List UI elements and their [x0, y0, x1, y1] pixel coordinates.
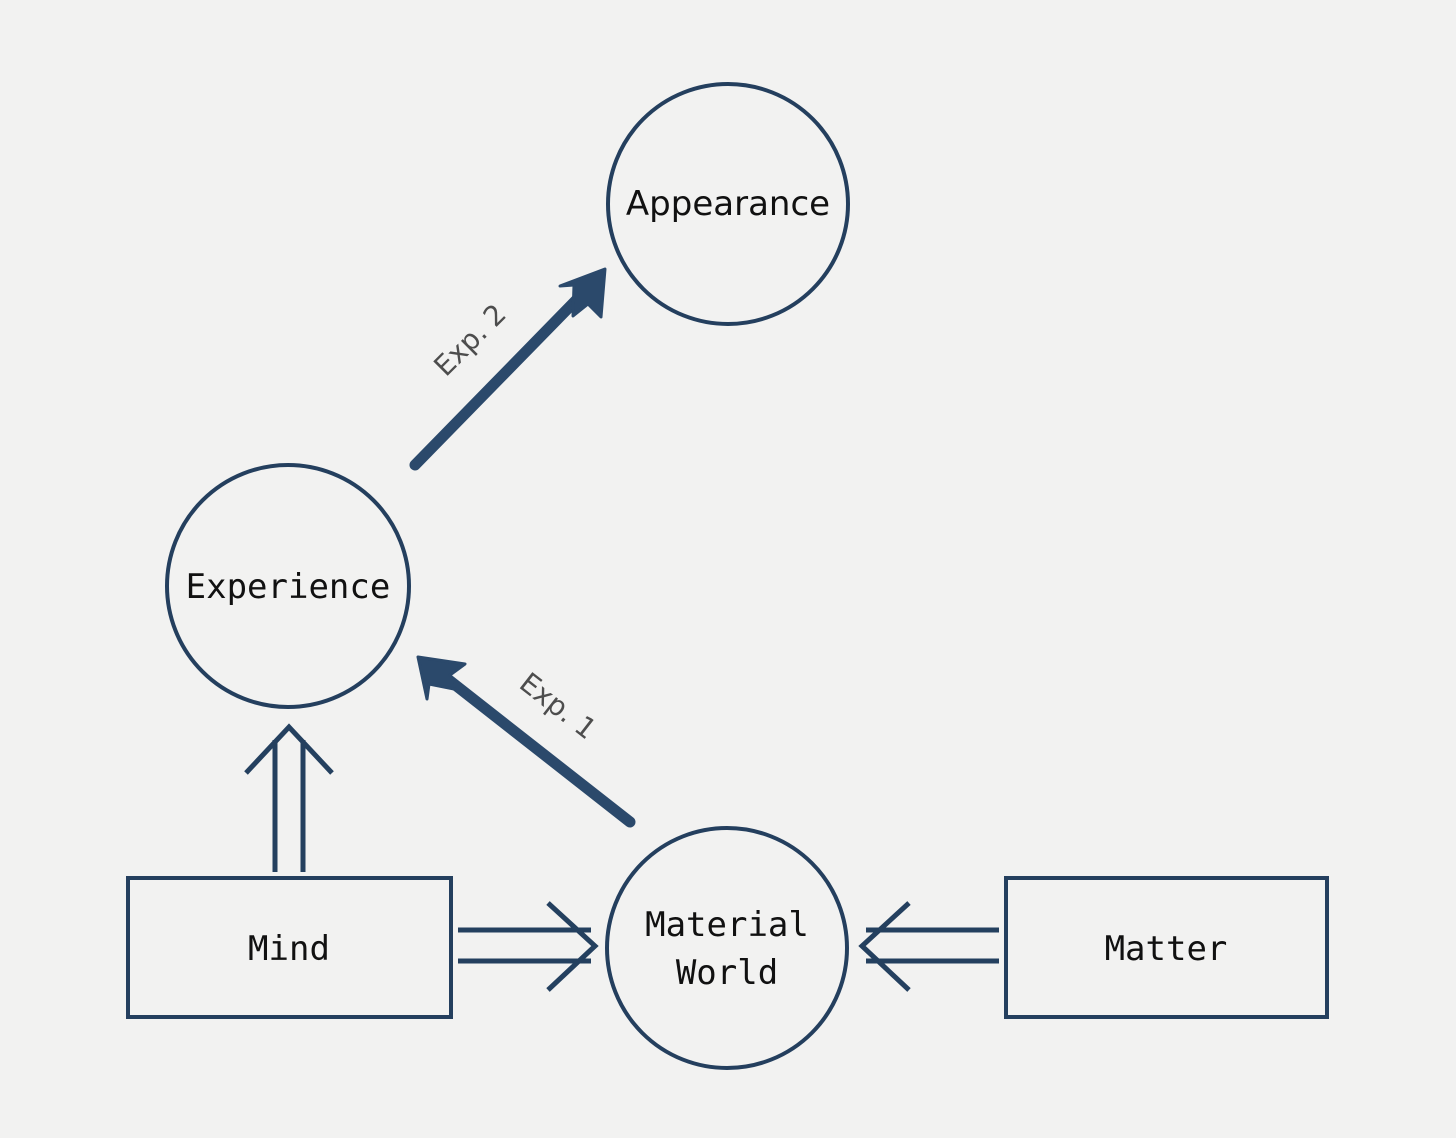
- edge-exp1[interactable]: Exp. 1: [416, 655, 636, 828]
- edge-matter-to-material-world[interactable]: [858, 901, 999, 992]
- experience-label: Experience: [186, 567, 391, 607]
- node-matter[interactable]: Matter: [1004, 876, 1329, 1019]
- node-experience[interactable]: Experience: [165, 463, 411, 709]
- node-material-world[interactable]: Material World: [605, 826, 849, 1070]
- mind-rect: [126, 876, 453, 1019]
- edge-exp1-label: Exp. 1: [513, 666, 602, 746]
- edge-matter-mw-arrowhead: [858, 901, 911, 992]
- edge-exp2[interactable]: Exp. 2: [409, 267, 607, 471]
- edge-mind-to-experience[interactable]: [244, 723, 334, 872]
- edge-exp2-arrowhead: [558, 267, 607, 319]
- appearance-label: Appearance: [626, 184, 830, 224]
- edge-exp1-shaft: [434, 667, 636, 828]
- edge-mind-to-material-world[interactable]: [458, 901, 599, 992]
- matter-rect: [1004, 876, 1329, 1019]
- edge-exp2-shaft: [409, 282, 594, 471]
- material-world-circle: [605, 826, 849, 1070]
- appearance-circle: [606, 82, 850, 326]
- edge-exp2-label: Exp. 2: [427, 297, 512, 382]
- matter-label: Matter: [1105, 929, 1228, 969]
- experience-circle: [165, 463, 411, 709]
- node-appearance[interactable]: Appearance: [606, 82, 850, 326]
- edge-exp1-arrowhead: [416, 655, 467, 701]
- edge-mind-mw-arrowhead: [546, 901, 599, 992]
- material-world-label-line2: World: [676, 953, 778, 993]
- mind-label: Mind: [248, 929, 330, 969]
- edge-mind-experience-arrowhead: [244, 723, 334, 775]
- node-mind[interactable]: Mind: [126, 876, 453, 1019]
- material-world-label-line1: Material: [645, 905, 809, 945]
